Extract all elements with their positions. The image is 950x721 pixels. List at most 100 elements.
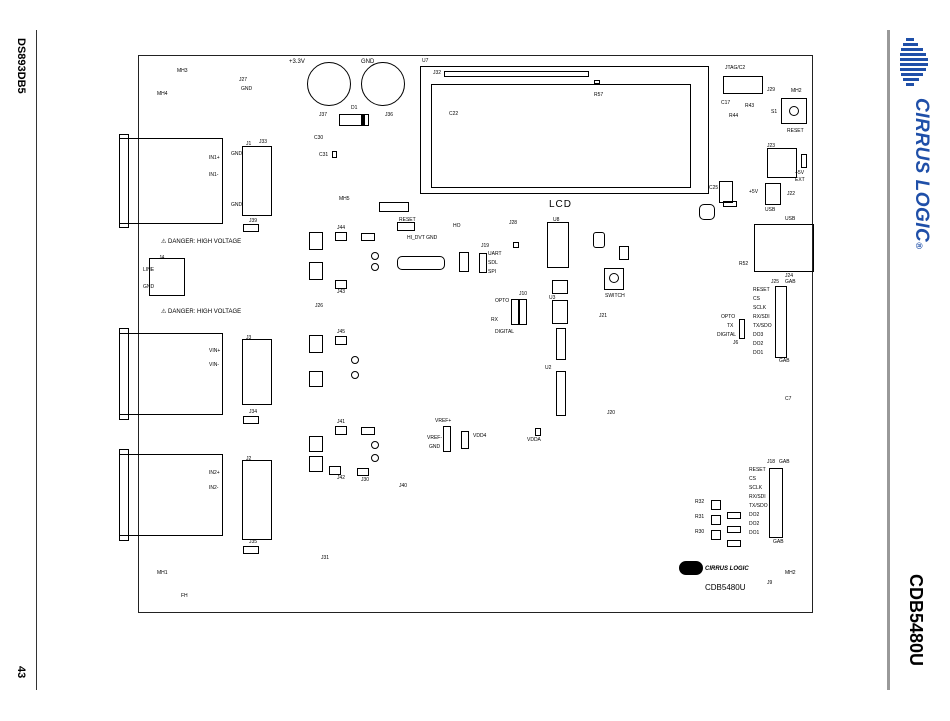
s1-label: S1 xyxy=(771,109,778,115)
j27-label: J27 xyxy=(239,77,248,83)
right-rule xyxy=(887,30,890,690)
u3-label: U3 xyxy=(549,295,556,301)
sclk-lower-label: SCLK xyxy=(749,485,763,491)
j41-label: J41 xyxy=(337,419,346,425)
j36-label: J36 xyxy=(385,112,394,118)
j25-label: J25 xyxy=(771,279,780,285)
j22-label: J22 xyxy=(787,191,796,197)
spi-label: SPI xyxy=(488,269,497,275)
digital-right-label: DIGITAL xyxy=(717,332,737,338)
line-label: LINE xyxy=(143,267,155,273)
j23-label: J23 xyxy=(767,143,776,149)
j35-header xyxy=(243,546,259,554)
jumper-j38 xyxy=(361,427,375,435)
in1minus-label: IN1- xyxy=(209,172,219,178)
jumper-j45-top xyxy=(361,233,375,241)
j24-label: J24 xyxy=(785,273,794,279)
j32-label: J32 xyxy=(433,70,442,76)
mh5-label: MH5 xyxy=(339,196,350,202)
capacitor-j36 xyxy=(361,62,405,106)
vdd-jumper xyxy=(461,431,469,449)
jumper-j11 xyxy=(309,371,323,387)
jumper-j44 xyxy=(335,232,347,241)
usb-jumper-label: USB xyxy=(765,207,776,213)
r52-label: R52 xyxy=(739,261,749,267)
diode-d1 xyxy=(339,114,369,126)
hi-dvt-label: HI_DVT GND xyxy=(407,235,438,241)
jumper-j10 xyxy=(511,299,519,325)
lcd-label: LCD xyxy=(549,199,573,210)
switch-body xyxy=(604,268,624,290)
jumper-j12 xyxy=(309,436,323,452)
j45-label: J45 xyxy=(337,329,346,335)
j18-label: J18 xyxy=(767,459,776,465)
j2-label: J2 xyxy=(246,456,252,462)
plus5v-label: +5V xyxy=(749,189,759,195)
r43-label: R43 xyxy=(745,103,755,109)
led-d2 xyxy=(619,246,629,260)
do1-lower-label: DO1 xyxy=(749,530,760,536)
resistor-array xyxy=(459,252,469,272)
digital-label: DIGITAL xyxy=(495,329,515,335)
j28-label: J28 xyxy=(509,220,518,226)
do2-upper-label: DO2 xyxy=(753,341,764,347)
c31-label: C31 xyxy=(319,152,329,158)
mh1-label: MH1 xyxy=(157,570,168,576)
gab-lower-label: GAB xyxy=(779,459,790,465)
rx-label: RX xyxy=(491,317,498,323)
sclk-upper-label: SCLK xyxy=(753,305,767,311)
jumper-j42 xyxy=(329,466,341,475)
terminal-j2 xyxy=(242,460,272,540)
switch-knob xyxy=(609,273,619,283)
lcd-module xyxy=(420,66,709,194)
tx-sdo-lower-label: TX/SDO xyxy=(749,503,768,509)
j24-header xyxy=(765,183,781,205)
reset-lower-label: RESET xyxy=(749,467,766,473)
testpoint-tp4 xyxy=(351,371,359,379)
r57-label: R57 xyxy=(594,92,604,98)
header-j18 xyxy=(769,468,783,538)
gab-upper-bottom-label: GAB xyxy=(779,358,790,364)
c30-label: C30 xyxy=(314,135,324,141)
danger-label-2: ⚠ DANGER: HIGH VOLTAGE xyxy=(161,309,242,315)
brand-wordmark: CIRRUS LOGIC® xyxy=(910,98,932,249)
ic-u2 xyxy=(552,300,568,324)
terminal-j1 xyxy=(242,146,272,216)
lcd-window xyxy=(431,84,691,188)
pcb-logo-icon xyxy=(679,561,703,575)
jumper-j43 xyxy=(335,280,347,289)
vdda-pad xyxy=(535,428,541,436)
page-number: 43 xyxy=(15,666,27,679)
diode-band xyxy=(361,114,365,126)
tx-right-label: TX xyxy=(727,323,734,329)
r31-label: R31 xyxy=(695,514,705,520)
j33-label: J33 xyxy=(259,139,268,145)
j9-label: J9 xyxy=(767,580,773,586)
jumper-j6 xyxy=(309,335,323,353)
j6-label: J6 xyxy=(733,340,739,346)
board-name: CDB5480U xyxy=(906,574,926,667)
cap-c7 xyxy=(699,204,715,220)
header-j25 xyxy=(775,286,787,358)
vdda-label: VDDA xyxy=(527,437,541,443)
opto-jumper xyxy=(739,319,745,339)
jumper-j13 xyxy=(309,456,323,472)
cs-lower-label: CS xyxy=(749,476,756,482)
regulator xyxy=(719,181,733,203)
reset-switch-knob xyxy=(789,106,799,116)
j23-jumper xyxy=(801,154,807,168)
usb-connector xyxy=(754,224,814,272)
registered-mark: ® xyxy=(914,242,924,250)
vref-plus-label: VREF+ xyxy=(435,418,452,424)
jumper-do1 xyxy=(727,540,741,547)
fh-label: FH xyxy=(181,593,188,599)
connector-j1-body xyxy=(119,138,223,224)
switch-label: SWITCH xyxy=(605,293,625,299)
usb-label: USB xyxy=(785,216,796,222)
j42-label: J42 xyxy=(337,475,346,481)
c24-label: C25 xyxy=(709,185,719,191)
testpoint-tp2 xyxy=(371,263,379,271)
doc-id: DS893DB5 xyxy=(15,38,27,94)
c17-label: C17 xyxy=(721,100,731,106)
ext-label: EXT xyxy=(795,177,805,183)
